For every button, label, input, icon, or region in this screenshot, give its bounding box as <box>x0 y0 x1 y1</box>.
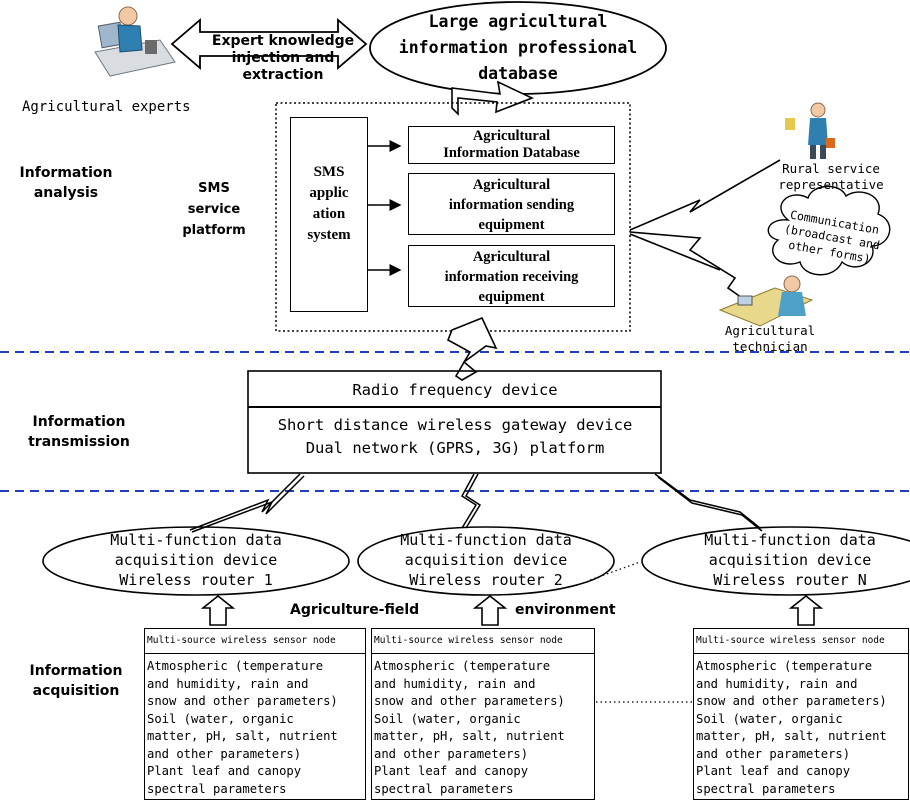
sensor-up-arrows <box>200 594 824 626</box>
receiving-equipment-box: Agricultural information receiving equip… <box>408 245 615 307</box>
environment-label: environment <box>515 602 616 618</box>
transmission-box <box>247 370 662 474</box>
agricultural-technician-figure <box>718 275 814 327</box>
agricultural-experts-label: Agricultural experts <box>22 99 191 115</box>
agricultural-technician-label: Agricultural technician <box>724 323 816 354</box>
sms-service-platform-label: SMS service platform <box>182 181 246 238</box>
sensor-node-n: Multi-source wireless sensor node Atmosp… <box>693 628 909 800</box>
communication-cloud <box>767 185 891 276</box>
sms-application-system-label: SMS applic ation system <box>307 164 351 243</box>
platform-to-database-arrow <box>451 80 535 116</box>
transmission-divider <box>248 406 661 408</box>
radio-frequency-label: Radio frequency device <box>352 381 558 399</box>
sensor-node-1: Multi-source wireless sensor node Atmosp… <box>144 628 366 800</box>
section-information-analysis: Information analysis <box>19 165 113 201</box>
sensor-node-2-body: Atmospheric (temperature and humidity, r… <box>374 659 565 796</box>
agriculture-field-label: Agriculture-field <box>290 602 420 618</box>
transmission-to-platform-arrow <box>446 316 498 381</box>
sensor-node-2: Multi-source wireless sensor node Atmosp… <box>371 628 595 800</box>
sensor-node-1-body: Atmospheric (temperature and humidity, r… <box>147 659 338 796</box>
rural-representative-label: Rural service representative <box>778 161 884 192</box>
section-information-transmission: Information transmission <box>28 414 130 450</box>
router-n-ellipse <box>641 526 910 596</box>
router-wireless-links <box>189 473 763 533</box>
agri-database-label: Agricultural Information Database <box>443 128 580 161</box>
rural-representative-figure <box>785 102 835 159</box>
section-information-acquisition: Information acquisition <box>29 663 123 699</box>
router-1-ellipse <box>42 526 350 596</box>
sending-equipment-box: Agricultural information sending equipme… <box>408 173 615 235</box>
router-2-label: Multi-function data acquisition device W… <box>400 531 572 589</box>
receiving-equipment-label: Agricultural information receiving equip… <box>444 249 579 305</box>
router-n-label: Multi-function data acquisition device W… <box>704 531 876 589</box>
sending-equipment-label: Agricultural information sending equipme… <box>448 177 575 233</box>
sensor-node-1-title: Multi-source wireless sensor node <box>145 629 365 654</box>
sms-platform-border <box>275 102 631 332</box>
expert-knowledge-double-arrow <box>170 18 368 70</box>
agri-database-box: Agricultural Information Database <box>408 126 615 164</box>
agricultural-expert-figure <box>94 6 176 77</box>
wireless-links-people <box>629 159 781 301</box>
sensor-node-n-body: Atmospheric (temperature and humidity, r… <box>696 659 887 796</box>
database-title: Large agricultural information professio… <box>398 12 638 83</box>
expert-knowledge-label: Expert knowledge injection and extractio… <box>211 33 355 83</box>
router-2-ellipse <box>357 526 615 596</box>
gateway-label: Short distance wireless gateway device D… <box>277 416 633 457</box>
sensor-node-n-title: Multi-source wireless sensor node <box>694 629 908 654</box>
sensor-node-2-title: Multi-source wireless sensor node <box>372 629 594 654</box>
system-link-arrows <box>357 140 402 276</box>
sms-application-system-box: SMS applic ation system <box>290 117 368 312</box>
router-1-label: Multi-function data acquisition device W… <box>110 531 282 589</box>
